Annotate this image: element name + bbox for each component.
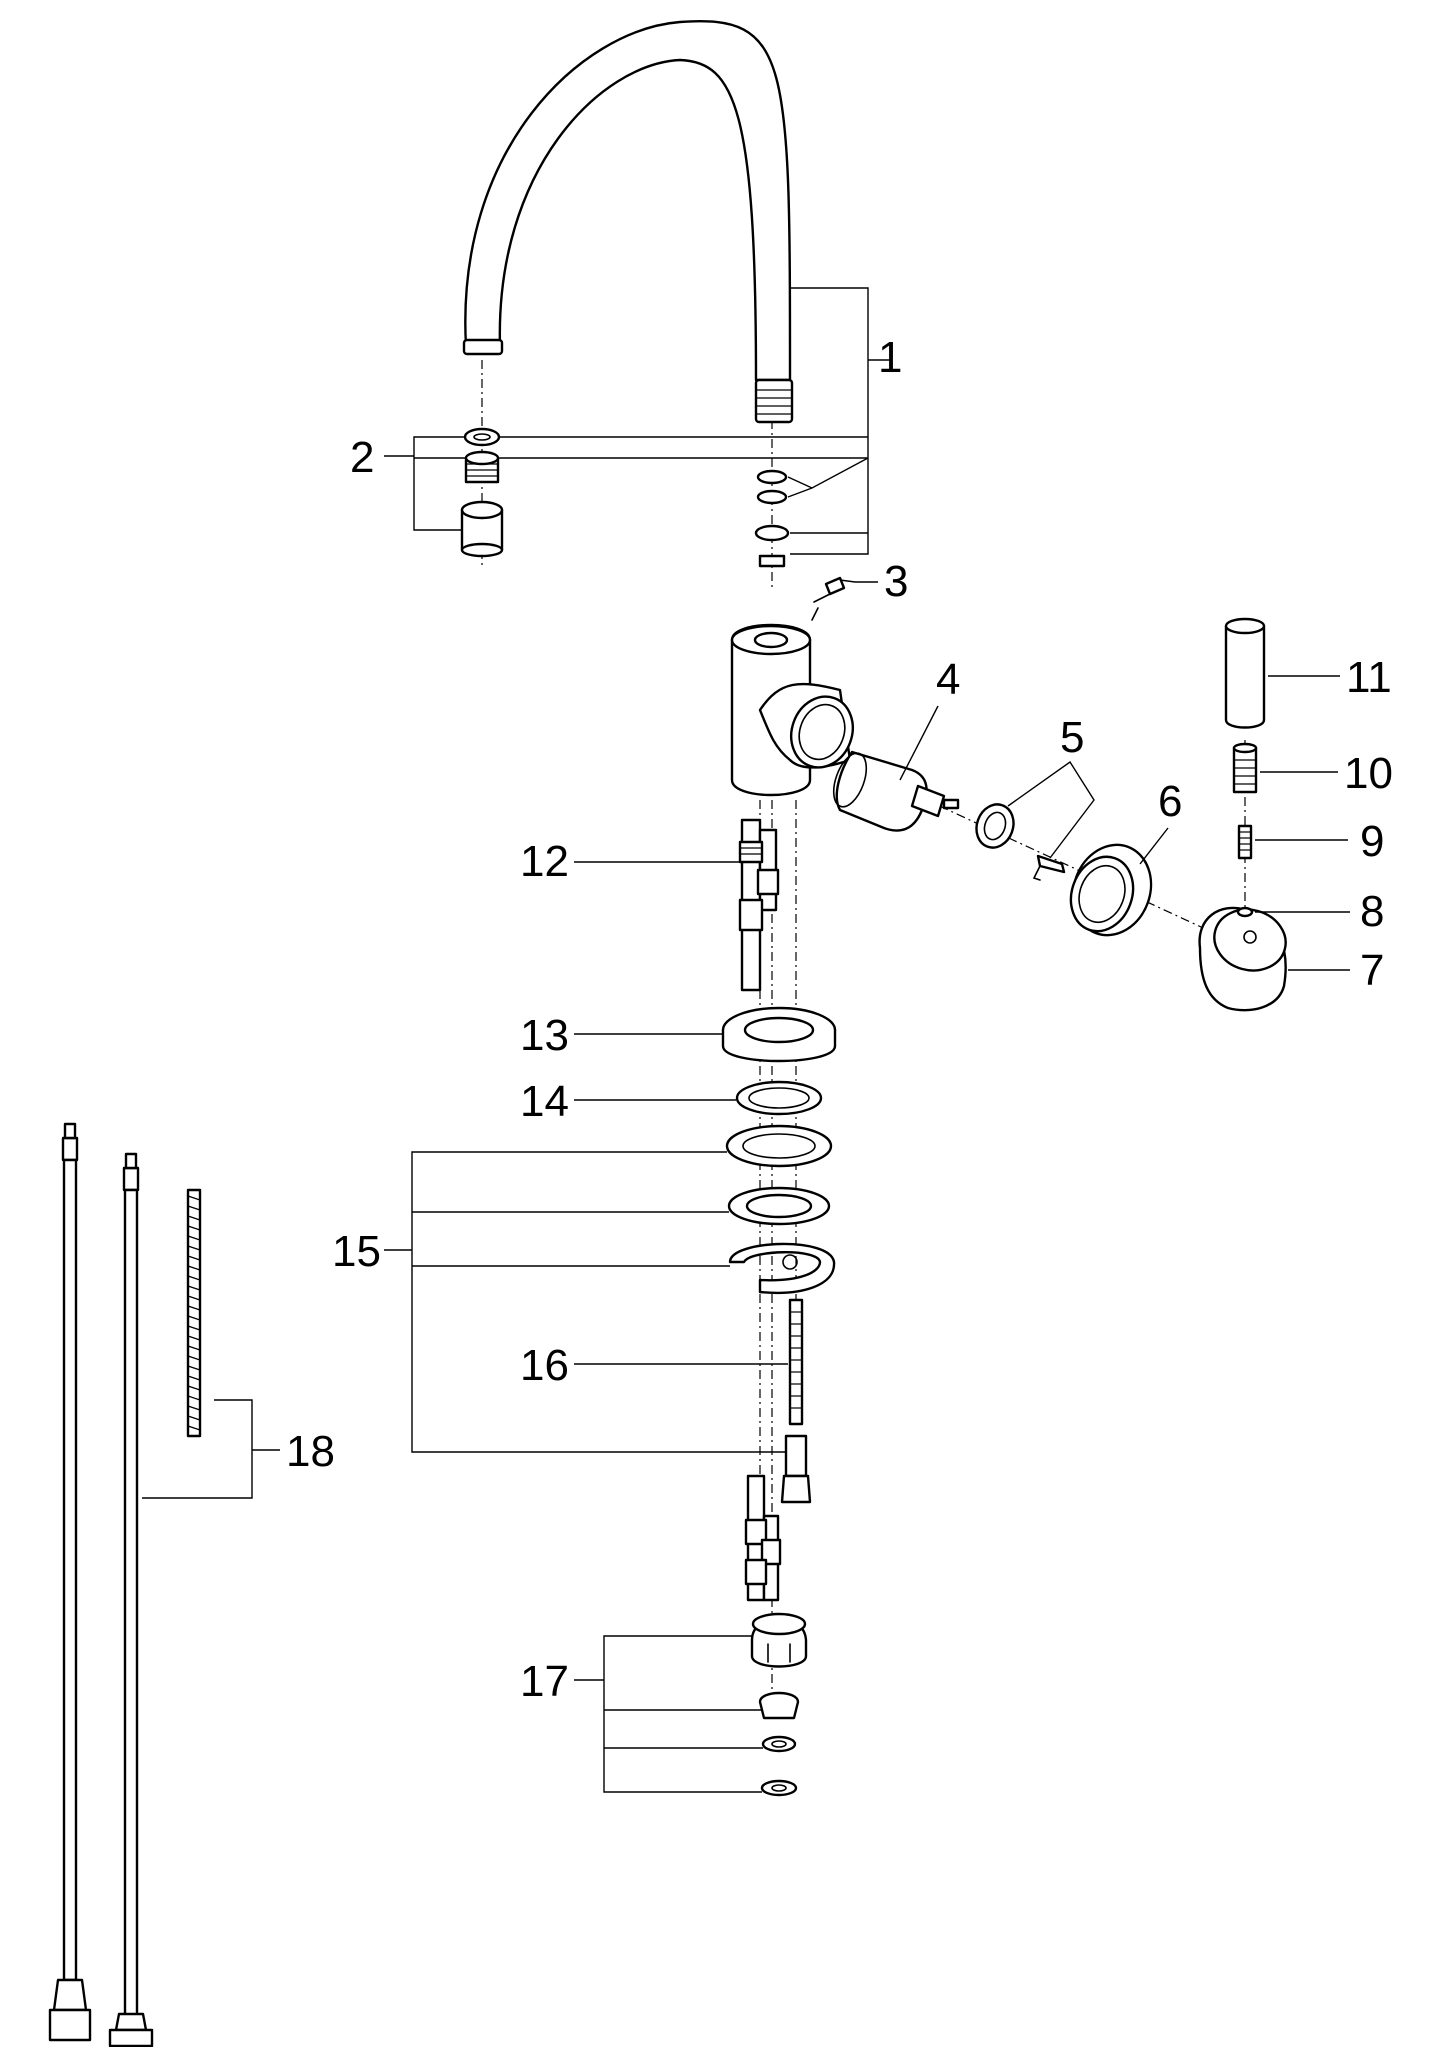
base-flange	[721, 1006, 837, 1063]
center-lines	[481, 360, 1246, 1715]
label-8: 8	[1360, 887, 1384, 936]
aerator-set	[460, 427, 504, 558]
cartridge-seal	[975, 803, 1066, 881]
connection-hoses	[48, 1122, 154, 2047]
label-16: 16	[520, 1341, 569, 1390]
supply-hoses-lower	[744, 1474, 782, 1602]
lever-handle	[1224, 617, 1266, 729]
label-10: 10	[1344, 749, 1393, 798]
label-15: 15	[332, 1227, 381, 1276]
bonnet-nut	[1069, 843, 1153, 937]
cartridge	[832, 750, 960, 832]
label-5: 5	[1060, 713, 1084, 762]
label-4: 4	[936, 655, 960, 704]
supply-hoses-upper	[738, 818, 780, 992]
leader-lines	[142, 287, 1350, 1793]
label-18: 18	[286, 1427, 335, 1476]
label-14: 14	[520, 1077, 569, 1126]
threaded-stud	[780, 1298, 812, 1504]
base-gasket	[735, 1080, 823, 1116]
threaded-rod	[186, 1188, 202, 1438]
mixer-body	[730, 623, 854, 797]
label-13: 13	[520, 1011, 569, 1060]
fixing-set	[750, 1612, 808, 1797]
set-screw	[811, 576, 846, 621]
label-7: 7	[1360, 946, 1384, 995]
lever-small-parts	[1232, 742, 1258, 918]
lever-base	[1198, 906, 1287, 1012]
label-6: 6	[1158, 777, 1182, 826]
mounting-set	[725, 1124, 836, 1294]
label-11: 11	[1346, 653, 1392, 702]
label-12: 12	[520, 837, 569, 886]
part-labels: 1 2 3 4 5 6 7 8 9 10 11 12 13 14 15 16 1…	[286, 333, 1393, 1706]
label-9: 9	[1360, 817, 1384, 866]
label-17: 17	[520, 1657, 569, 1706]
label-3: 3	[884, 557, 908, 606]
spout	[462, 20, 794, 568]
label-1: 1	[878, 333, 902, 382]
label-2: 2	[350, 433, 374, 482]
